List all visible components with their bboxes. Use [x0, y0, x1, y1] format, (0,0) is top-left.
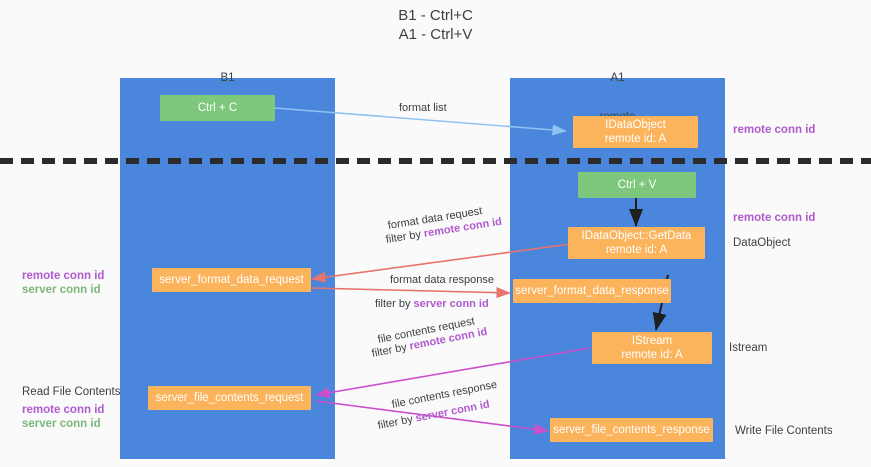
annotation-left-remote-conn-id-bottom: remote conn id: [22, 404, 105, 416]
node-getdata-sublabel: remote id: A: [605, 244, 668, 256]
annotation-left-remote-conn-id-mid: remote conn id: [22, 270, 105, 282]
arrow-format-data-response: [311, 287, 511, 299]
node-istream-label: IStream: [631, 335, 673, 347]
annotation-left-server-conn-id-mid: server conn id: [22, 284, 101, 296]
node-idataobject-sublabel: remote id: A: [604, 133, 667, 145]
edge-label-format-list: format list: [399, 102, 447, 114]
column-header-a1-name: A1: [610, 72, 625, 84]
node-server-file-contents-request-label: server_file_contents_request: [155, 392, 304, 404]
filter-key-server-conn-id-1: server conn id: [413, 298, 489, 310]
node-server-file-contents-request[interactable]: server_file_contents_request: [148, 386, 311, 410]
annotation-read-file-contents: Read File Contents: [22, 386, 121, 398]
edge-label-format-data-response: format data response: [390, 274, 494, 286]
section-divider: [0, 158, 871, 164]
annotation-istream: Istream: [729, 342, 768, 354]
node-ctrl-v-label: Ctrl + V: [617, 179, 657, 191]
filter-prefix-3: filter by: [370, 340, 411, 360]
node-istream[interactable]: IStream remote id: A: [592, 332, 712, 364]
filter-prefix-2: filter by: [375, 298, 414, 310]
node-istream-sublabel: remote id: A: [621, 349, 683, 361]
node-idataobject[interactable]: IDataObject remote id: A: [573, 116, 698, 148]
annotation-remote-conn-id-mid: remote conn id: [733, 212, 816, 224]
filter-prefix-4: filter by: [376, 412, 417, 432]
node-getdata-label: IDataObject::GetData: [581, 230, 692, 242]
node-server-format-data-request-label: server_format_data_request: [159, 274, 304, 286]
edge-label-format-data-response-filter: filter by server conn id: [375, 297, 489, 312]
page-title-line1: B1 - Ctrl+C: [398, 7, 473, 24]
node-ctrl-c[interactable]: Ctrl + C: [160, 95, 275, 121]
node-ctrl-c-label: Ctrl + C: [197, 102, 238, 114]
page-title-line2: A1 - Ctrl+V: [398, 26, 473, 43]
column-header-b1-name: B1: [220, 72, 235, 84]
node-server-format-data-request[interactable]: server_format_data_request: [152, 268, 311, 292]
node-server-format-data-response-label: server_format_data_response: [515, 285, 669, 297]
page-title: B1 - Ctrl+C A1 - Ctrl+V: [0, 6, 871, 44]
node-server-file-contents-response[interactable]: server_file_contents_response: [550, 418, 713, 442]
node-server-format-data-response[interactable]: server_format_data_response: [513, 279, 671, 303]
node-idataobject-label: IDataObject: [605, 119, 666, 131]
node-ctrl-v[interactable]: Ctrl + V: [578, 172, 696, 198]
annotation-left-server-conn-id-bottom: server conn id: [22, 418, 101, 430]
node-server-file-contents-response-label: server_file_contents_response: [553, 424, 710, 436]
node-idataobject-getdata[interactable]: IDataObject::GetData remote id: A: [568, 227, 705, 259]
annotation-dataobject: DataObject: [733, 237, 791, 249]
annotation-remote-conn-id-top: remote conn id: [733, 124, 816, 136]
annotation-write-file-contents: Write File Contents: [735, 425, 833, 437]
